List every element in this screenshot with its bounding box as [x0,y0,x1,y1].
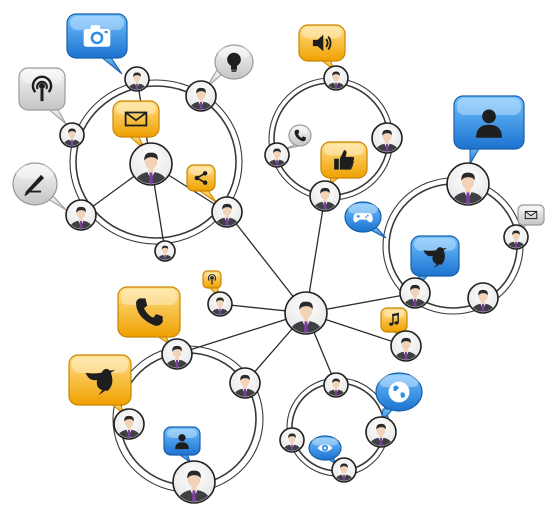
phone-icon [294,129,306,142]
person-node [284,291,328,335]
user-small-bubble [163,426,201,464]
user-icon [175,434,189,450]
avatar [326,71,346,89]
gamepad-icon [353,213,373,223]
podcast-small-bubble [202,270,222,298]
profile-bubble [453,95,525,166]
avatar [313,187,337,210]
person-node [124,66,150,92]
person-node [390,330,422,362]
phone-small-bubble [281,124,312,151]
avatar [394,337,418,360]
person-node [161,338,193,370]
camera-icon [83,25,111,47]
phone-icon [136,298,163,326]
connection-line [176,312,307,355]
eye-bubble [308,435,342,466]
avatar [117,415,141,438]
podcast-icon [207,274,217,285]
group-ring [75,85,237,239]
person-node [323,372,349,398]
person-node [503,224,529,250]
globe-icon [388,381,410,403]
person-node [371,122,403,154]
avatar [326,378,346,396]
share-icon [194,171,208,185]
user-icon [476,109,502,138]
person-node [65,199,97,231]
thumbs-up-bubble [320,141,368,186]
avatar [157,245,173,260]
avatar [451,172,485,204]
lightbulb-icon [227,52,241,72]
people-nodes [59,65,529,504]
avatar [62,128,82,146]
icon-bubbles [12,13,545,466]
envelope-icon [524,210,538,220]
podcast-bubble [18,67,67,125]
pencil-bubble [12,162,67,211]
twitter-2-bubble [68,354,132,416]
group-ring [69,79,243,245]
avatar [506,230,526,248]
person-node [399,277,431,309]
avatar [189,87,213,110]
gamepad-bubble [344,201,387,239]
person-node [331,457,357,483]
person-node [211,196,243,228]
phone-large-bubble [117,286,181,346]
person-node [467,282,499,314]
avatar [267,148,287,166]
avatar [334,463,354,481]
person-node [154,240,176,262]
person-node [279,427,305,453]
avatar [210,297,230,315]
bird-icon [85,368,116,396]
person-node [309,180,341,212]
person-node [207,291,233,317]
avatar [403,284,427,307]
eye-icon [317,444,333,452]
lightbulb-bubble [205,44,254,89]
music-note-icon [389,312,399,326]
avatar [471,289,495,312]
avatar [369,423,393,446]
person-node [264,142,290,168]
person-node [365,416,397,448]
share-bubble [186,164,218,204]
avatar [165,345,189,368]
person-node [323,65,349,91]
thumbs-up-icon [334,150,355,170]
person-node [172,460,216,504]
person-node [129,142,173,186]
avatar [177,470,211,502]
person-node [229,367,261,399]
avatar [69,206,93,229]
person-node [113,408,145,440]
podcast-icon [31,75,53,102]
avatar [375,129,399,152]
speaker-icon [312,34,332,52]
bird-icon [423,247,448,269]
person-node [446,162,490,206]
avatar [134,152,168,184]
avatar [289,301,323,333]
person-node [185,80,217,112]
envelope-icon [124,111,148,127]
person-node [59,122,85,148]
speaker-bubble [298,24,346,72]
avatar [127,72,147,90]
avatar [233,374,257,397]
pencil-icon [24,174,45,197]
avatar [215,203,239,226]
camera-bubble [66,13,128,75]
globe-bubble [375,372,423,424]
music-bubble [380,307,408,340]
avatar [282,433,302,451]
